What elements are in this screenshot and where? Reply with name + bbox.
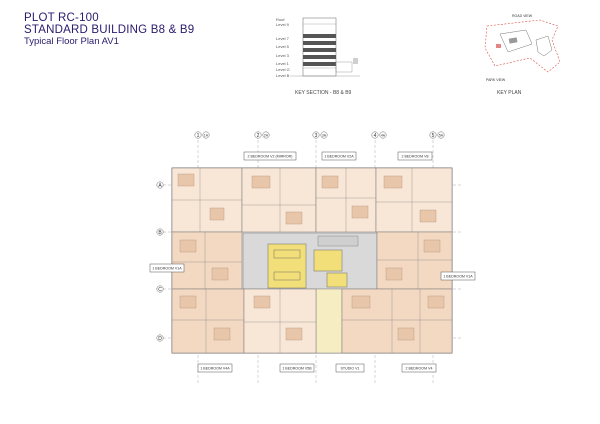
building-title: STANDARD BUILDING B8 & B9 xyxy=(24,24,195,36)
grid-label-1a: 1A xyxy=(204,134,209,138)
grid-label-3: 3 xyxy=(315,133,318,139)
key-plan-road-label: ROAD VIEW xyxy=(512,14,533,18)
key-plan-caption: KEY PLAN xyxy=(497,90,522,96)
plot-title: PLOT RC-100 xyxy=(24,12,99,24)
level-label-roof: Roof xyxy=(276,17,285,22)
key-plan-park-label: PARK VIEW xyxy=(486,78,506,82)
unit-label-bottom-3: STUDIO V1 xyxy=(341,367,360,371)
unit-label-bottom-1: 1 BEDROOM V4A xyxy=(200,367,230,371)
level-label-3: Level 3 xyxy=(276,53,289,58)
unit-label-bottom-4: 2 BEDROOM V4 xyxy=(406,367,433,371)
studio-unit xyxy=(315,288,343,354)
grid-label-1: 1 xyxy=(197,133,200,139)
grid-label-5a: 5A xyxy=(439,134,444,138)
service-shaft xyxy=(326,272,348,288)
level-label-g: Level G xyxy=(276,67,290,72)
grid-label-b: B xyxy=(158,230,162,236)
level-label-9: Level 9 xyxy=(276,22,289,27)
unit-label-top-3: 2 BEDROOM V8 xyxy=(402,155,429,159)
grid-label-4: 4 xyxy=(374,133,377,139)
key-section-diagram xyxy=(290,17,360,77)
level-label-1: Level 1 xyxy=(276,61,289,66)
level-label-7: Level 7 xyxy=(276,36,289,41)
grid-label-2a: 2A xyxy=(264,134,269,138)
grid-label-c: C xyxy=(158,287,162,293)
grid-label-d: D xyxy=(158,336,162,342)
unit-label-right: 1 BEDROOM V1A xyxy=(443,275,473,279)
level-label-5: Level 5 xyxy=(276,44,289,49)
drawing-title-block: PLOT RC-100 STANDARD BUILDING B8 & B9 Ty… xyxy=(24,12,194,48)
level-label-b: Level B xyxy=(276,73,290,78)
key-section-caption: KEY SECTION - B8 & B9 xyxy=(295,90,352,96)
floor-plan: 1 2 3 4 5 1A 2A 3A 4A 5A A B C D xyxy=(149,131,476,385)
key-plan-diagram: ROAD VIEW PARK VIEW xyxy=(484,14,561,82)
grid-label-4a: 4A xyxy=(381,134,386,138)
unit-callouts: 2 BEDROOM V2 (MIRROR) 1 BEDROOM V2A 2 BE… xyxy=(149,151,476,373)
grid-bubbles-left: A B C D xyxy=(156,181,164,342)
grid-label-2: 2 xyxy=(257,133,260,139)
stair-core-left xyxy=(267,243,307,289)
unit-label-top-2: 1 BEDROOM V2A xyxy=(324,155,354,159)
apartment-units xyxy=(171,167,453,354)
grid-label-a: A xyxy=(158,183,162,189)
grid-label-5: 5 xyxy=(432,133,435,139)
plan-subtitle: Typical Floor Plan AV1 xyxy=(24,36,119,47)
unit-label-top-1: 2 BEDROOM V2 (MIRROR) xyxy=(248,155,293,159)
unit-label-bottom-2: 1 BEDROOM V5B xyxy=(282,367,312,371)
grid-label-3a: 3A xyxy=(322,134,327,138)
unit-label-left: 1 BEDROOM V1A xyxy=(152,267,182,271)
lift-core xyxy=(313,249,343,272)
grid-bubbles-top: 1 2 3 4 5 1A 2A 3A 4A 5A xyxy=(194,131,445,139)
